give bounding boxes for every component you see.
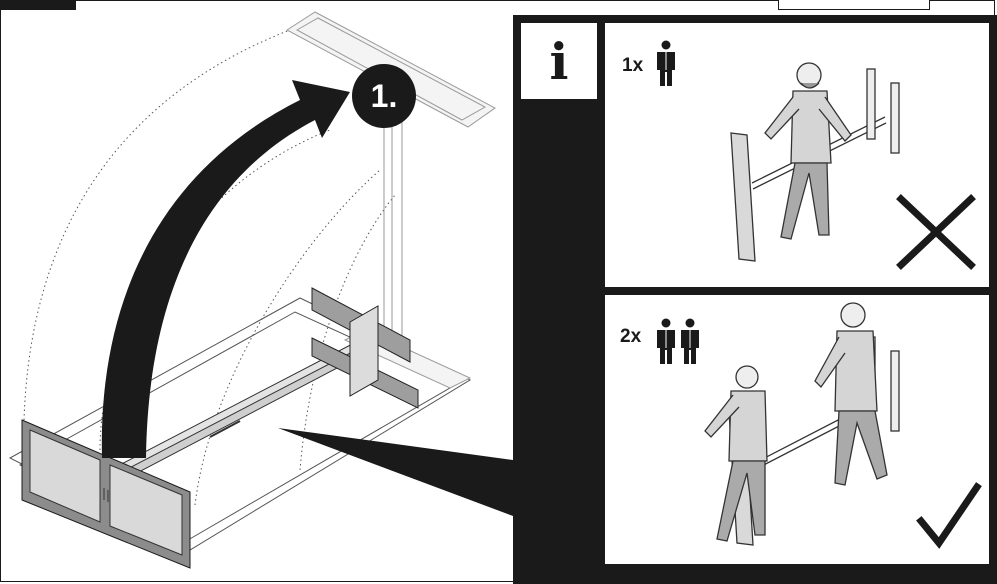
- swing-arrow: [102, 80, 350, 458]
- info-icon: i: [521, 23, 597, 99]
- step-number: 1.: [352, 72, 416, 120]
- top-tab: [778, 0, 930, 10]
- callout-wedge: [278, 420, 518, 520]
- cross-icon: [901, 199, 971, 265]
- check-icon: [921, 487, 977, 543]
- one-person-carrying-frame: [605, 23, 989, 287]
- carried-leg-panel: [731, 133, 755, 261]
- two-persons-carrying-frame: [605, 295, 989, 564]
- swing-arc-outer: [24, 30, 290, 420]
